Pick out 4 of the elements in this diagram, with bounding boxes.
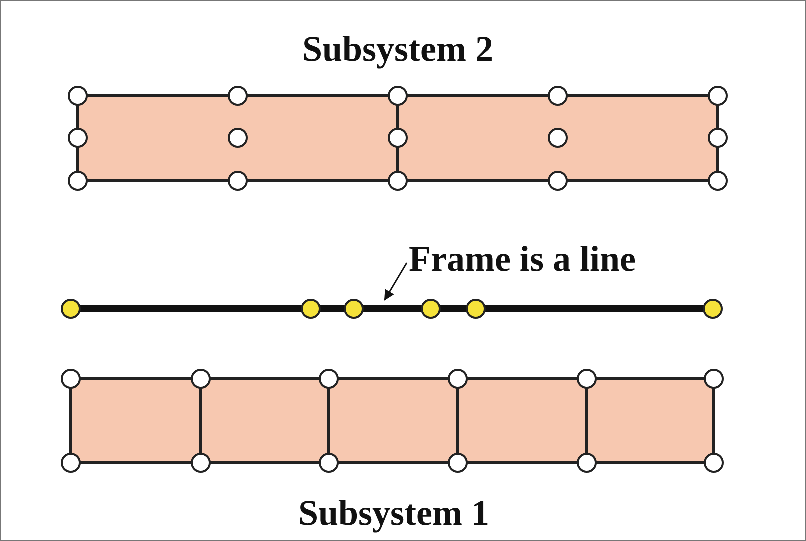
callout-text: Frame is a line <box>409 239 636 279</box>
subsystem-label: Subsystem 1 <box>298 493 490 533</box>
subsystem-label: Subsystem 2 <box>302 29 494 69</box>
leader-line <box>384 262 408 301</box>
